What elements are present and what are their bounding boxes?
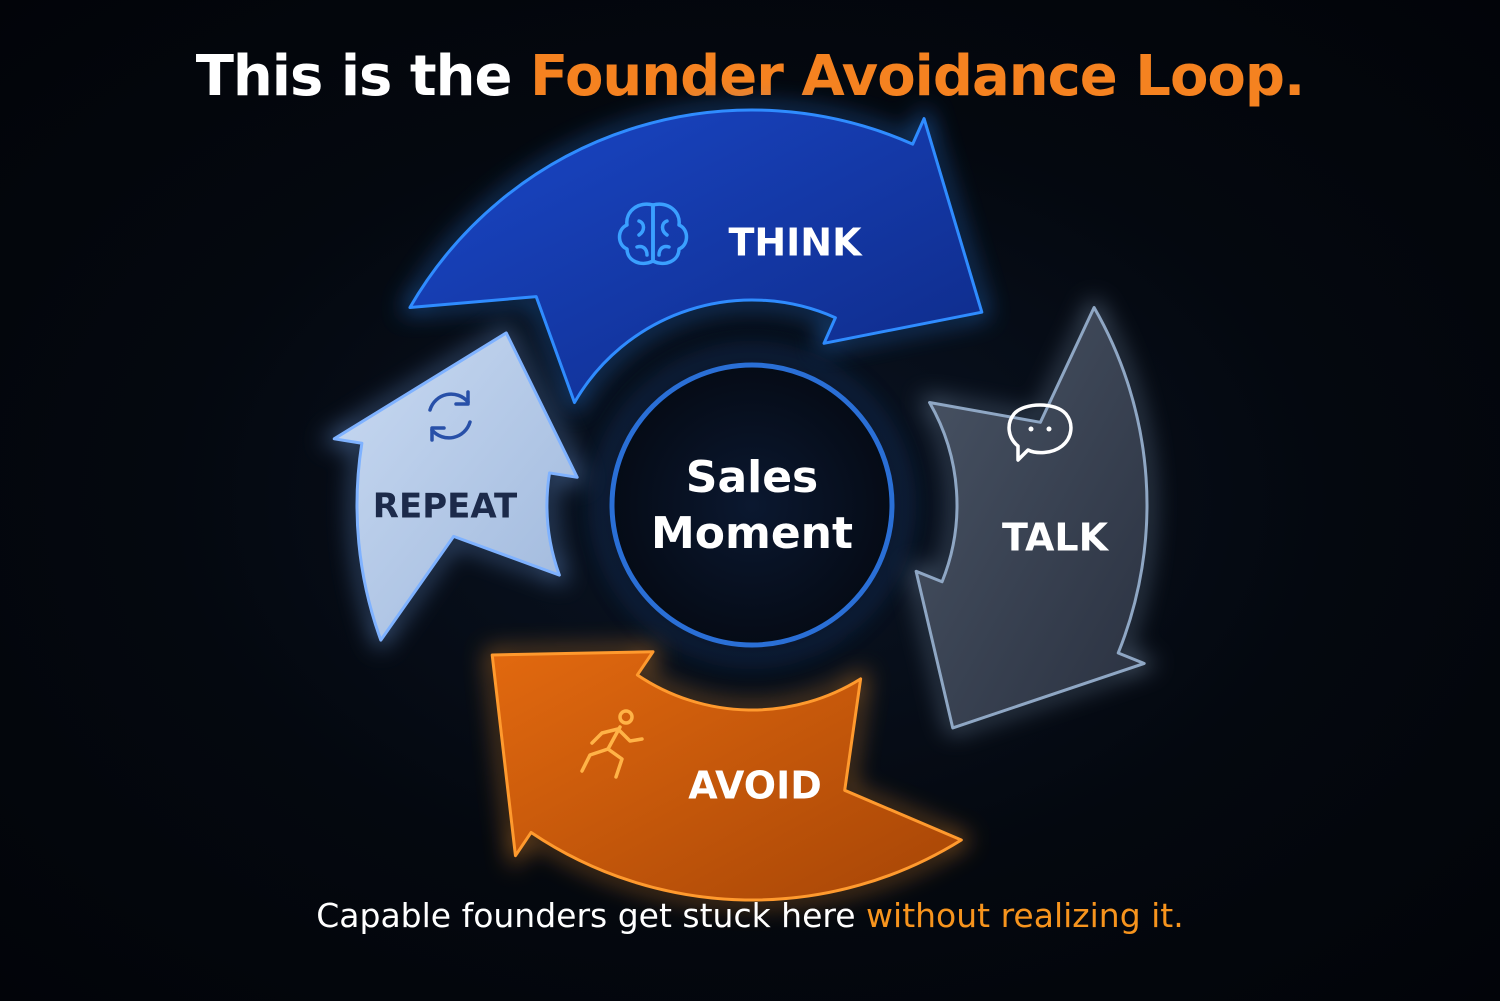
loop-segments: THINK TALK AVOID REPEAT (320, 104, 1159, 905)
title-prefix: This is the (195, 44, 530, 109)
footer-prefix: Capable founders get stuck here (316, 896, 867, 935)
center-label-line2: Moment (651, 508, 853, 559)
brain-icon (617, 202, 689, 266)
cycle-arrows-icon (428, 390, 472, 442)
segment-label-avoid: AVOID (688, 764, 822, 808)
running-person-icon (580, 709, 644, 779)
center-glow (597, 350, 907, 660)
segment-label-talk: TALK (1002, 516, 1110, 560)
center-label-line1: Sales (686, 452, 819, 503)
segment-arrow-talk (914, 306, 1149, 730)
center-circle (609, 362, 895, 648)
page-title: This is the Founder Avoidance Loop. (0, 44, 1500, 109)
segment-label-think: THINK (728, 221, 863, 265)
segment-arrow-avoid (490, 650, 963, 902)
speech-bubble-icon (1007, 403, 1073, 462)
title-highlight: Founder Avoidance Loop. (529, 44, 1305, 109)
segment-arrow-think (408, 108, 984, 404)
segment-label-repeat: REPEAT (373, 487, 518, 527)
segment-arrow-repeat (332, 331, 579, 642)
footer-highlight: without realizing it. (866, 896, 1184, 935)
footer-caption: Capable founders get stuck here without … (0, 896, 1500, 935)
